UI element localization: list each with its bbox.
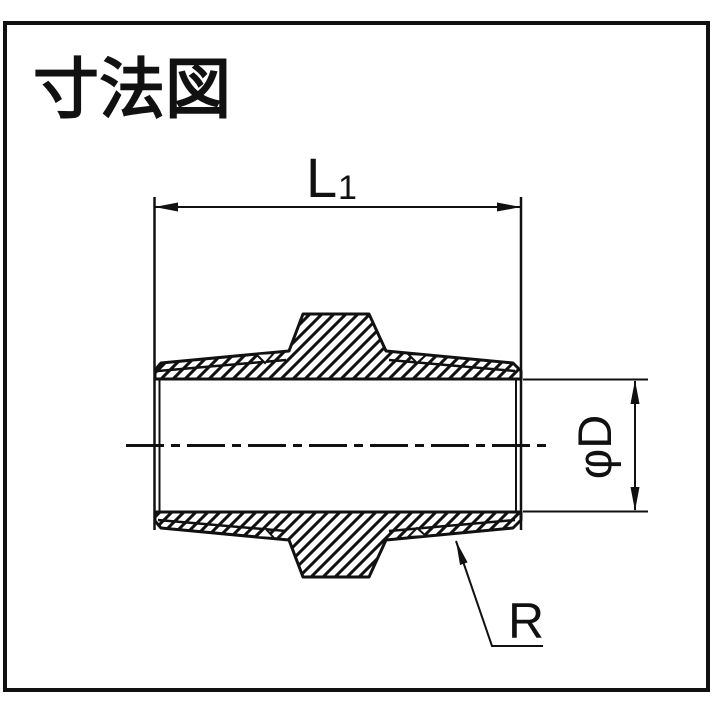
dim-length-arrow-right bbox=[497, 202, 521, 212]
dim-diameter-arrow-down bbox=[630, 487, 640, 511]
thread-root-line-bottom-right bbox=[388, 518, 516, 533]
thread-runout-notch-bottom-right bbox=[405, 526, 429, 539]
thread-runout-notch-bottom-left bbox=[253, 526, 277, 540]
thread-leader-line bbox=[455, 540, 543, 647]
dim-diameter-arrow-up bbox=[630, 380, 640, 404]
thread-root-line-top-right bbox=[388, 358, 516, 373]
thread-leader-arrow bbox=[456, 541, 468, 565]
dim-length-arrow-left bbox=[154, 202, 178, 212]
thread-runout-notch-top-right bbox=[405, 352, 429, 365]
dim-length-label: L bbox=[306, 146, 337, 209]
dim-diameter-label: φD bbox=[568, 415, 621, 479]
thread-type-label: R bbox=[508, 593, 544, 649]
dim-length-subscript: 1 bbox=[338, 169, 357, 207]
thread-runout-notch-top-left bbox=[253, 351, 277, 365]
page-title: 寸法図 bbox=[33, 52, 231, 126]
